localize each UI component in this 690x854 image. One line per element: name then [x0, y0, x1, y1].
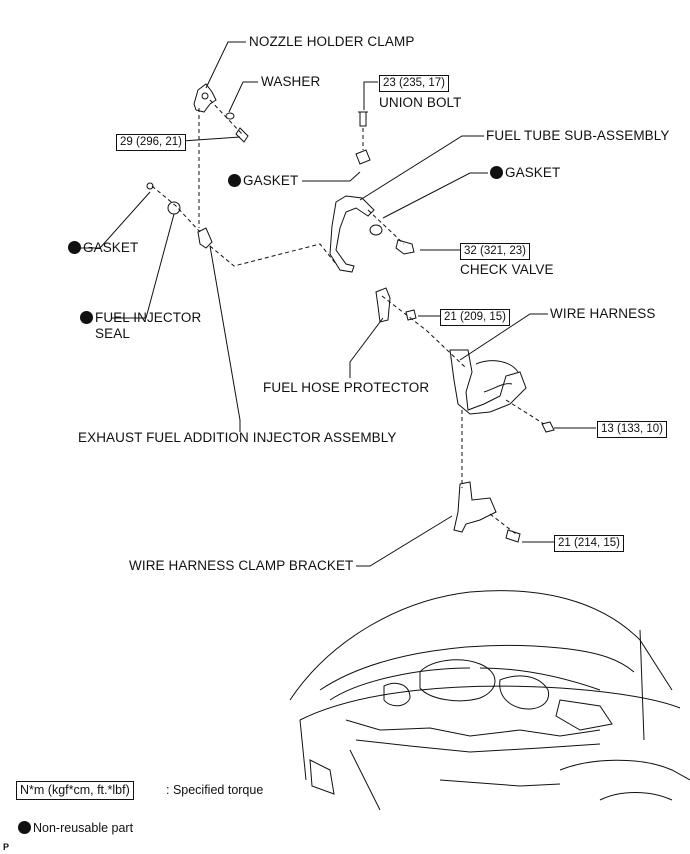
gasket-text: GASKET [83, 240, 139, 255]
legend-torque-unit: N*m (kgf*cm, ft.*lbf) [16, 781, 134, 800]
label-exhaust-fuel-addition-injector: EXHAUST FUEL ADDITION INJECTOR ASSEMBLY [78, 430, 397, 445]
union-bolt-part [358, 111, 368, 127]
legend-torque-text: : Specified torque [166, 783, 264, 797]
leader-fuel-hose-protector [349, 317, 384, 378]
clamp-bracket-part [453, 481, 497, 533]
label-washer: WASHER [261, 74, 321, 89]
non-reusable-icon [68, 241, 81, 254]
legend-non-reusable: Non-reusable part [18, 820, 133, 837]
wire-harness-part [449, 349, 527, 415]
label-gasket-1: GASKET [68, 240, 138, 256]
torque-fuel-hose-protector: 21 (209, 15) [440, 309, 511, 326]
label-fuel-injector-seal: FUEL INJECTOR [80, 310, 201, 326]
gasket-text: GASKET [505, 165, 561, 180]
torque-check-valve: 32 (321, 23) [460, 243, 531, 260]
leader-fuel-tube [359, 135, 484, 201]
dash-harness-bolt [505, 399, 545, 425]
label-gasket-3: GASKET [490, 165, 560, 181]
torque-wire-harness-clamp-bracket: 21 (214, 15) [554, 535, 625, 552]
dash-check-valve [367, 209, 405, 245]
leader-fuel-injector-seal [112, 213, 175, 319]
torque-nozzle-holder-clamp: 29 (296, 21) [116, 134, 187, 151]
exhaust-injector-part [197, 227, 213, 249]
non-reusable-icon [490, 166, 503, 179]
label-wire-harness: WIRE HARNESS [550, 306, 656, 321]
non-reusable-icon [228, 174, 241, 187]
leader-torque-29 [181, 136, 241, 142]
leader-union-bolt [363, 81, 378, 110]
legend-non-reusable-text: Non-reusable part [33, 821, 134, 835]
leader-wire-harness [459, 313, 548, 361]
dash-injector-to-tube [209, 243, 337, 267]
label-fuel-injector-seal-line2: SEAL [95, 326, 130, 341]
label-fuel-hose-protector: FUEL HOSE PROTECTOR [263, 380, 430, 395]
label-check-valve: CHECK VALVE [460, 262, 554, 277]
leader-gasket-2 [302, 171, 361, 182]
leader-exhaust-injector [209, 245, 241, 432]
label-nozzle-holder-clamp: NOZZLE HOLDER CLAMP [249, 34, 415, 49]
leader-nozzle-holder-clamp [205, 41, 246, 89]
fuel-tube-part [329, 195, 375, 273]
fuel-injector-text: FUEL INJECTOR [95, 310, 202, 325]
dash-protector-harness [381, 295, 467, 369]
dash-bracket-bolt [489, 513, 517, 535]
torque-wire-harness: 13 (133, 10) [597, 421, 668, 438]
non-reusable-icon [18, 821, 31, 834]
dash-gasket-chain [151, 185, 201, 233]
nozzle-holder-clamp-part [193, 83, 217, 113]
label-gasket-2: GASKET [228, 173, 298, 189]
vehicle-front-illustration [289, 590, 690, 811]
non-reusable-icon [80, 311, 93, 324]
gasket-text: GASKET [243, 173, 299, 188]
leader-washer [228, 81, 258, 113]
leader-gasket-3 [382, 172, 488, 219]
label-wire-harness-clamp-bracket: WIRE HARNESS CLAMP BRACKET [129, 558, 354, 573]
leader-clamp-bracket [356, 515, 453, 567]
label-fuel-tube-sub-assembly: FUEL TUBE SUB-ASSEMBLY [486, 128, 670, 143]
label-union-bolt: UNION BOLT [379, 95, 462, 110]
torque-union-bolt: 23 (235, 17) [379, 75, 450, 92]
leader-gasket-1 [80, 191, 151, 249]
figure-code: P [3, 842, 10, 852]
